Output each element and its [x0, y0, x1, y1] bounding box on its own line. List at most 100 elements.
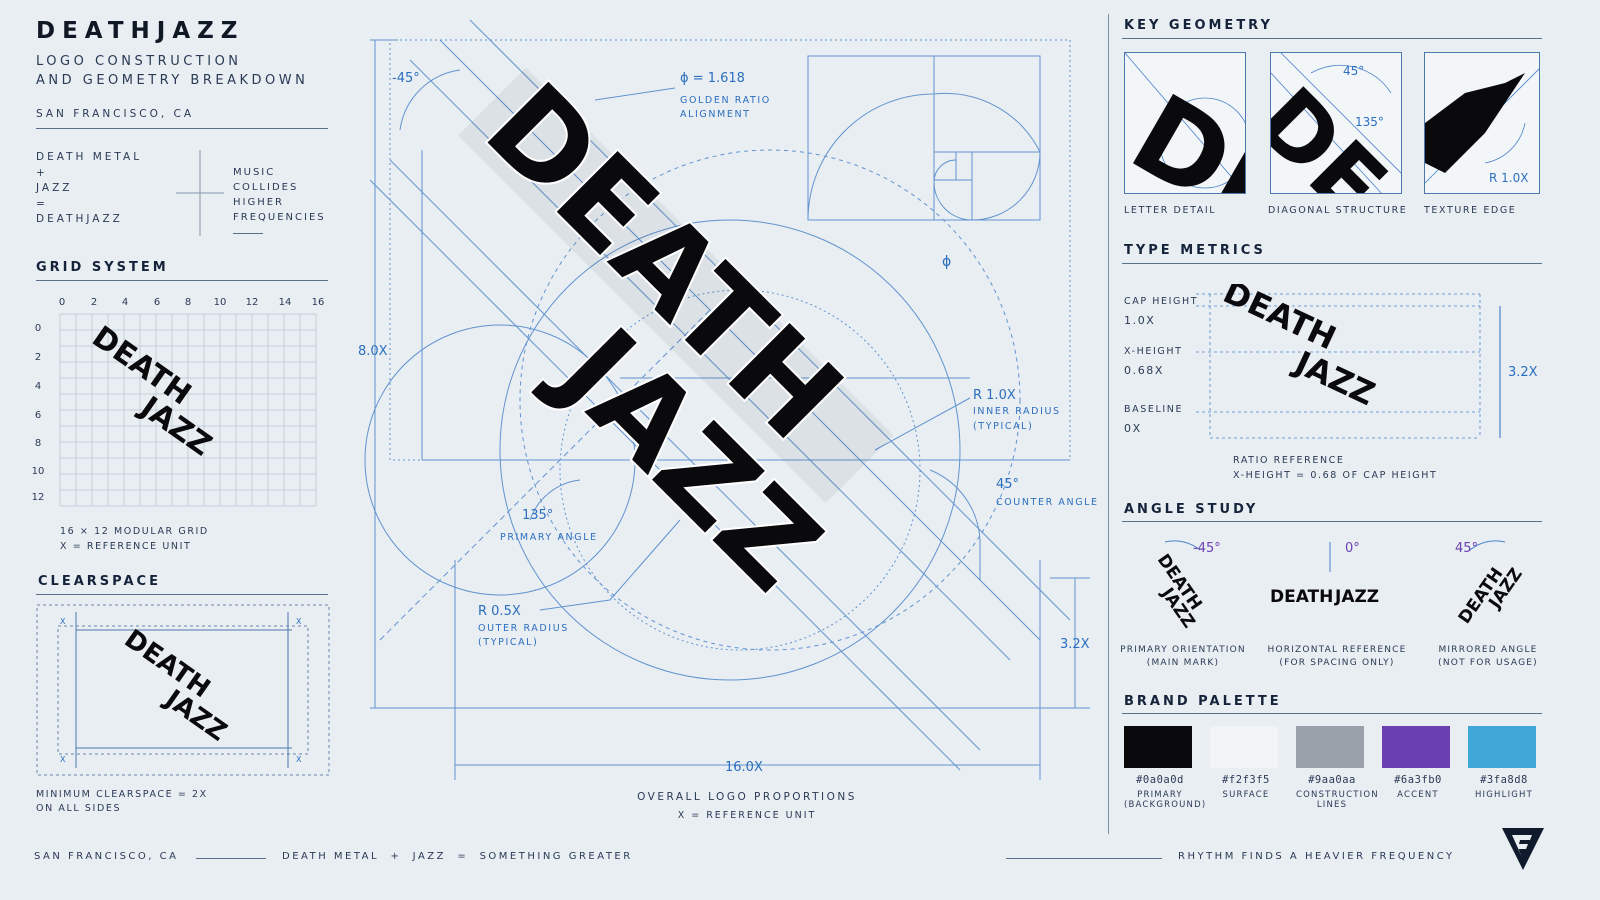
swatch-hex: #0a0a0d	[1136, 774, 1184, 786]
main-logo: DEATH JAZZ	[457, 55, 894, 619]
swatch-hex: #3fa8d8	[1480, 774, 1528, 786]
footer-rule	[196, 858, 266, 859]
clearspace-marker: X	[296, 755, 302, 764]
grid-y-tick: 4	[35, 381, 41, 392]
thumb-diagonal-structure: DEATH 45° 135°	[1270, 52, 1402, 194]
angle-study-divider	[1122, 521, 1542, 522]
footer-location: SAN FRANCISCO, CA	[34, 851, 179, 862]
swatch-name: ACCENT	[1397, 790, 1439, 800]
diagonal-angle-135: 135°	[1355, 115, 1384, 129]
equation-part: DEATHJAZZ	[36, 213, 123, 225]
tagline-line: FREQUENCIES	[233, 212, 326, 223]
clearspace-caption-line: MINIMUM CLEARSPACE = 2X	[36, 789, 208, 800]
outer-radius-value: R 0.5X	[478, 604, 521, 619]
grid-x-tick: 12	[246, 297, 259, 308]
angle-value-0: 0°	[1345, 541, 1360, 556]
type-metrics-heading: TYPE METRICS	[1124, 243, 1266, 258]
tagline-underline	[233, 233, 263, 234]
palette-row: #0a0a0d PRIMARY (BACKGROUND) #f2f3f5 SUR…	[1124, 726, 1544, 826]
grid-x-tick: 0	[59, 297, 65, 308]
width-16x-label: 16.0X	[725, 760, 763, 775]
angle-study-heading: ANGLE STUDY	[1124, 502, 1259, 517]
palette-swatch-item: #9aa0aa CONSTRUCTION LINES	[1296, 726, 1378, 810]
grid-x-tick: 10	[214, 297, 227, 308]
header-divider	[36, 128, 328, 129]
primary-angle-value: 135°	[522, 508, 553, 523]
angle-study-logo: DEATH	[1270, 587, 1333, 607]
clearspace-marker: X	[60, 755, 66, 764]
primary-angle-label: PRIMARY ANGLE	[500, 532, 598, 543]
counter-angle-value: 45°	[996, 477, 1019, 492]
clearspace-marker: X	[296, 617, 302, 626]
clearspace-caption: MINIMUM CLEARSPACE = 2X ON ALL SIDES	[36, 788, 208, 816]
clearspace-logo-word1: DEATH	[119, 624, 216, 704]
outer-radius-label: OUTER RADIUS	[478, 623, 569, 634]
thumb-label: TEXTURE EDGE	[1424, 205, 1517, 216]
grid-y-tick: 8	[35, 438, 41, 449]
equation-part: =	[36, 197, 48, 210]
x-height-label: X-HEIGHT	[1124, 346, 1183, 357]
color-swatch-construction	[1296, 726, 1364, 768]
clearspace-heading: CLEARSPACE	[38, 574, 161, 589]
color-swatch-surface	[1210, 726, 1278, 768]
grid-y-tick: 10	[32, 466, 45, 477]
cap-height-value: 1.0X	[1124, 314, 1156, 327]
brand-mark-icon	[1502, 828, 1544, 870]
grid-system-figure: 0 2 4 6 8 10 12 14 16 0 2 4 6 8 10 12	[32, 297, 324, 507]
footer-tagline: RHYTHM FINDS A HEAVIER FREQUENCY	[1178, 851, 1455, 862]
key-geometry-heading: KEY GEOMETRY	[1124, 18, 1273, 33]
height-32x-label: 3.2X	[1060, 637, 1090, 652]
equation-part: JAZZ	[36, 182, 73, 194]
angle-caption-mirrored: MIRRORED ANGLE (NOT FOR USAGE)	[1428, 644, 1548, 670]
page-title: DEATHJAZZ	[36, 18, 245, 44]
brand-palette-heading: BRAND PALETTE	[1124, 694, 1282, 709]
angle-caption-line: (MAIN MARK)	[1146, 658, 1220, 668]
construction-diagram: DEATH JAZZ -45° ϕ = 1.618 GOLDEN RATIO A…	[358, 19, 1097, 821]
thumb-letter-detail: DEATH	[1124, 52, 1246, 194]
thumb-letter: DEATH	[1125, 70, 1246, 194]
palette-swatch-item: #0a0a0d PRIMARY (BACKGROUND)	[1124, 726, 1207, 810]
concept-equation: DEATH METAL + JAZZ = DEATHJAZZ	[36, 150, 142, 228]
metrics-height: 3.2X	[1508, 365, 1538, 380]
grid-y-tick: 6	[35, 410, 41, 421]
grid-x-tick: 8	[185, 297, 191, 308]
angle-caption-line: HORIZONTAL REFERENCE	[1267, 645, 1407, 655]
tagline-line: HIGHER	[233, 197, 285, 208]
metrics-logo-word2: JAZZ	[1288, 343, 1381, 413]
baseline-value: 0X	[1124, 422, 1142, 435]
angle-study-logo: JAZZ	[1334, 587, 1379, 607]
inner-radius-label: (TYPICAL)	[973, 421, 1033, 432]
grid-logo-word1: DEATH	[86, 320, 198, 413]
inner-radius-value: R 1.0X	[973, 388, 1016, 403]
grid-y-tick: 0	[35, 323, 41, 334]
phi-symbol: ϕ	[942, 254, 951, 270]
angle-value-45: 45°	[1455, 541, 1478, 556]
proportions-subtitle: X = REFERENCE UNIT	[678, 810, 817, 821]
golden-ratio-label: GOLDEN RATIO	[680, 95, 771, 106]
height-8x-label: 8.0X	[358, 344, 388, 359]
swatch-name: HIGHLIGHT	[1474, 790, 1534, 800]
footer-rule	[1006, 858, 1162, 859]
location-label: SAN FRANCISCO, CA	[36, 108, 195, 120]
golden-ratio-value: ϕ = 1.618	[680, 71, 745, 86]
grid-y-tick: 12	[32, 492, 45, 503]
angle-caption-line: (NOT FOR USAGE)	[1438, 658, 1538, 668]
thumb-label: DIAGONAL STRUCTURE	[1268, 205, 1408, 216]
diagonal-angle-45: 45°	[1343, 64, 1364, 78]
thumb-label: LETTER DETAIL	[1124, 205, 1217, 216]
angle-neg45-label: -45°	[392, 71, 420, 86]
color-swatch-primary	[1124, 726, 1192, 768]
concept-crosshair	[176, 150, 224, 236]
equation-part: +	[36, 166, 48, 179]
palette-swatch-item: #6a3fb0 ACCENT	[1382, 726, 1454, 800]
angle-caption-line: (FOR SPACING ONLY)	[1279, 658, 1395, 668]
grid-x-tick: 6	[154, 297, 160, 308]
palette-swatch-item: #3fa8d8 HIGHLIGHT	[1468, 726, 1540, 800]
equation-part: DEATH METAL	[36, 151, 143, 163]
column-divider	[1108, 14, 1109, 834]
swatch-hex: #6a3fb0	[1394, 774, 1442, 786]
grid-x-tick: 14	[279, 297, 292, 308]
thumb-texture-edge: R 1.0X	[1424, 52, 1540, 194]
page-subtitle: LOGO CONSTRUCTION AND GEOMETRY BREAKDOWN	[36, 52, 366, 90]
swatch-name: (BACKGROUND)	[1124, 800, 1207, 810]
